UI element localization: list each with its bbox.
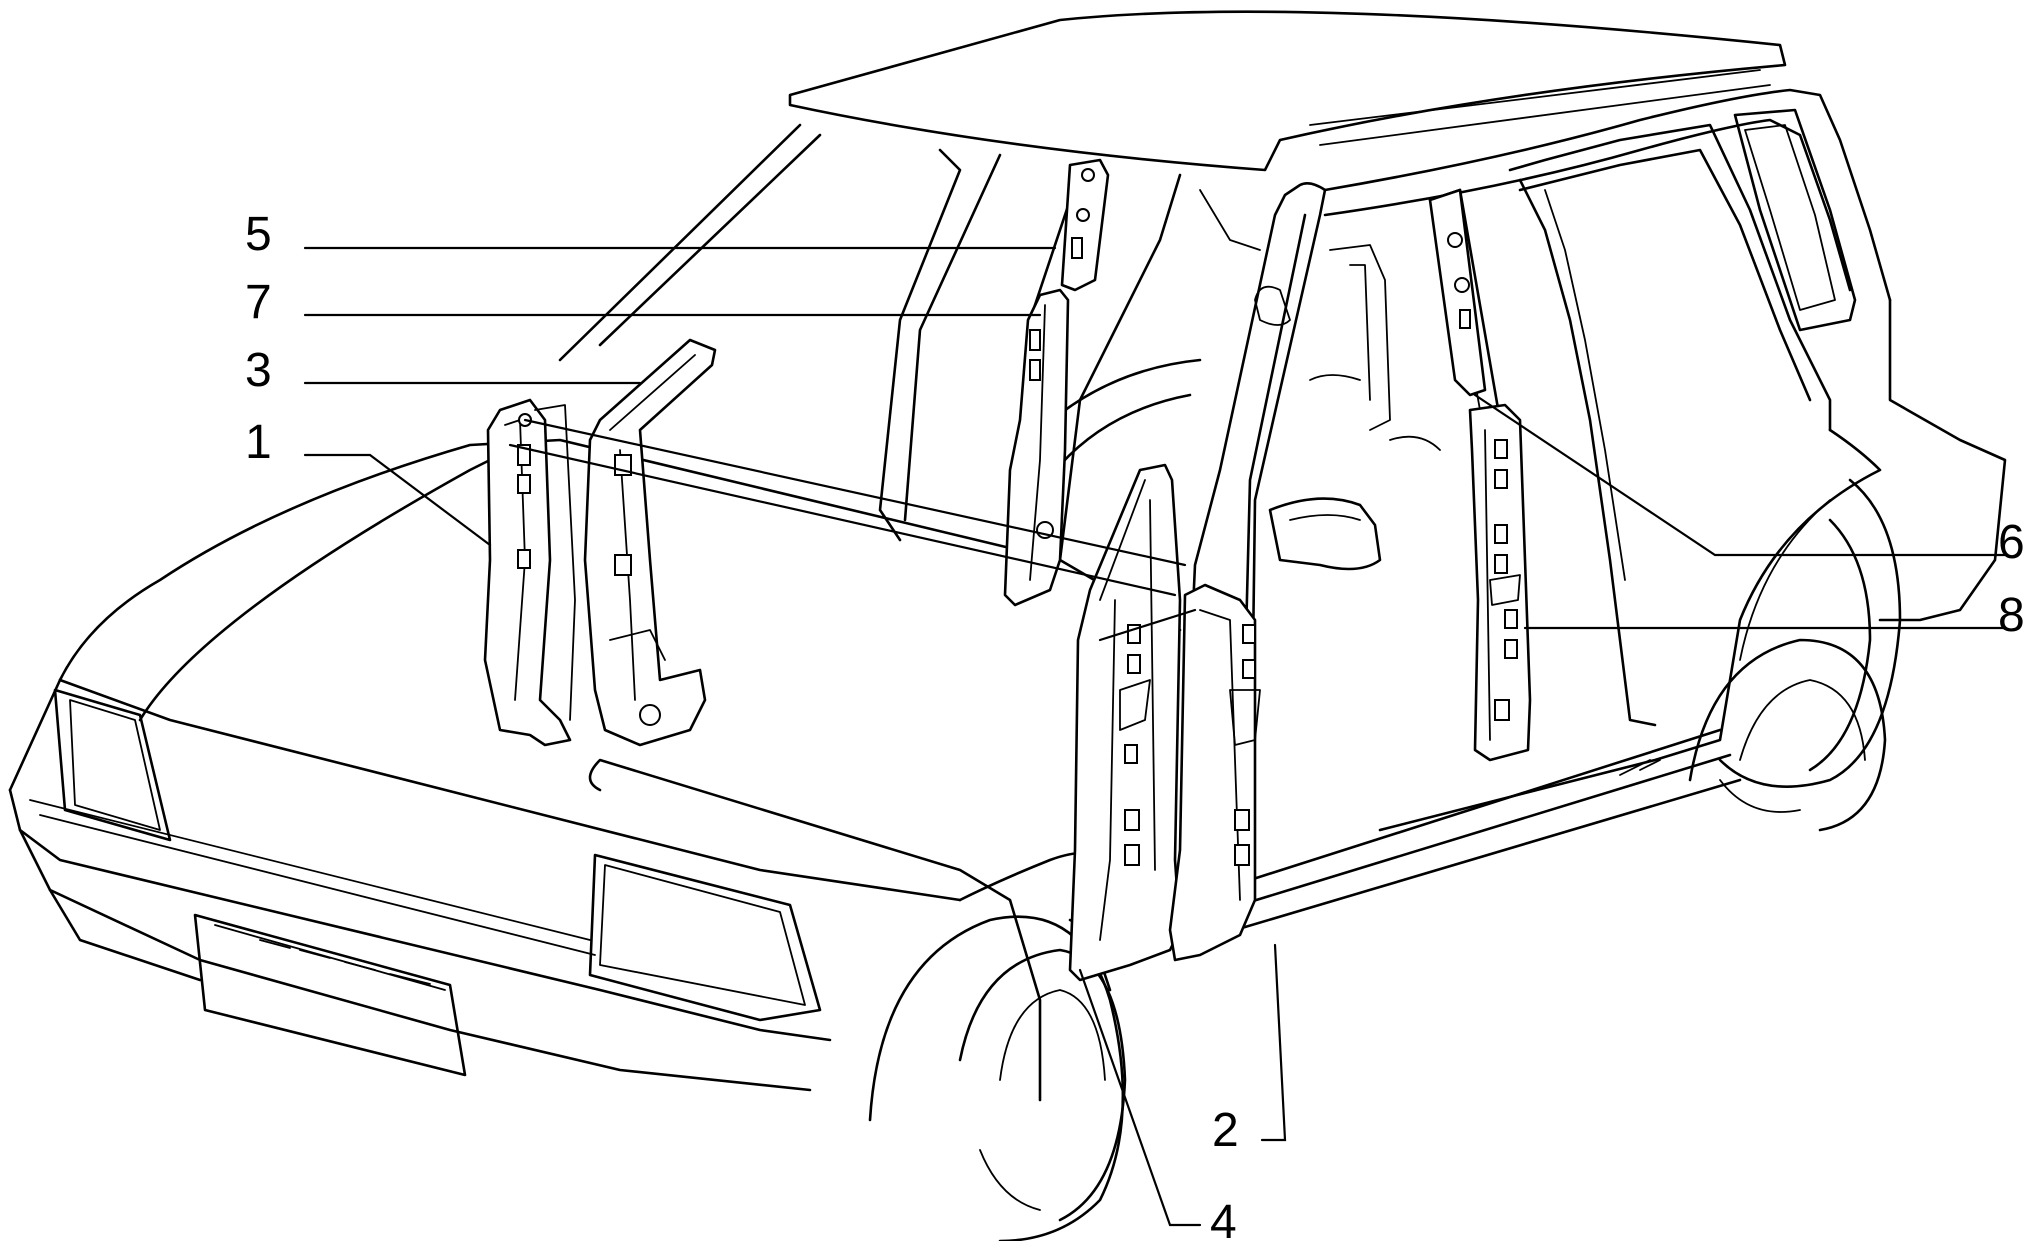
leader-6	[1473, 393, 2007, 557]
callout-6: 6	[1998, 516, 2025, 569]
callout-1: 1	[245, 416, 272, 469]
part-7-pillar-segment	[1003, 288, 1070, 607]
callout-7: 7	[245, 276, 272, 329]
part-6-b-pillar-upper	[1428, 188, 1487, 397]
callout-3: 3	[245, 344, 272, 397]
roof-panel	[788, 10, 1787, 172]
part-8-b-pillar-inner	[1468, 403, 1532, 762]
rear-wheel	[1688, 638, 1887, 832]
bonnet	[58, 438, 1182, 682]
leader-2	[1260, 943, 1287, 1142]
part-3-a-pillar-inner	[583, 338, 717, 747]
car-body	[8, 10, 2007, 1241]
license-plate-area	[193, 913, 467, 1077]
part-5-upper-reinforcement	[1060, 158, 1110, 292]
leader-4	[1078, 968, 1202, 1227]
leader-1	[303, 453, 492, 547]
callout-labels: 5 7 3 1 6 8 2 4	[245, 208, 2025, 1241]
leader-lines	[303, 246, 2007, 1227]
part-2-a-pillar-lower-outer	[1168, 583, 1261, 962]
callout-4: 4	[1210, 1196, 1237, 1241]
part-1-a-pillar-outer	[483, 398, 576, 747]
right-headlight	[588, 853, 822, 1022]
door-mirror	[1268, 497, 1382, 571]
callout-8: 8	[1998, 589, 2025, 642]
callout-2: 2	[1212, 1104, 1239, 1157]
left-headlight	[53, 688, 172, 842]
callout-5: 5	[245, 208, 272, 261]
